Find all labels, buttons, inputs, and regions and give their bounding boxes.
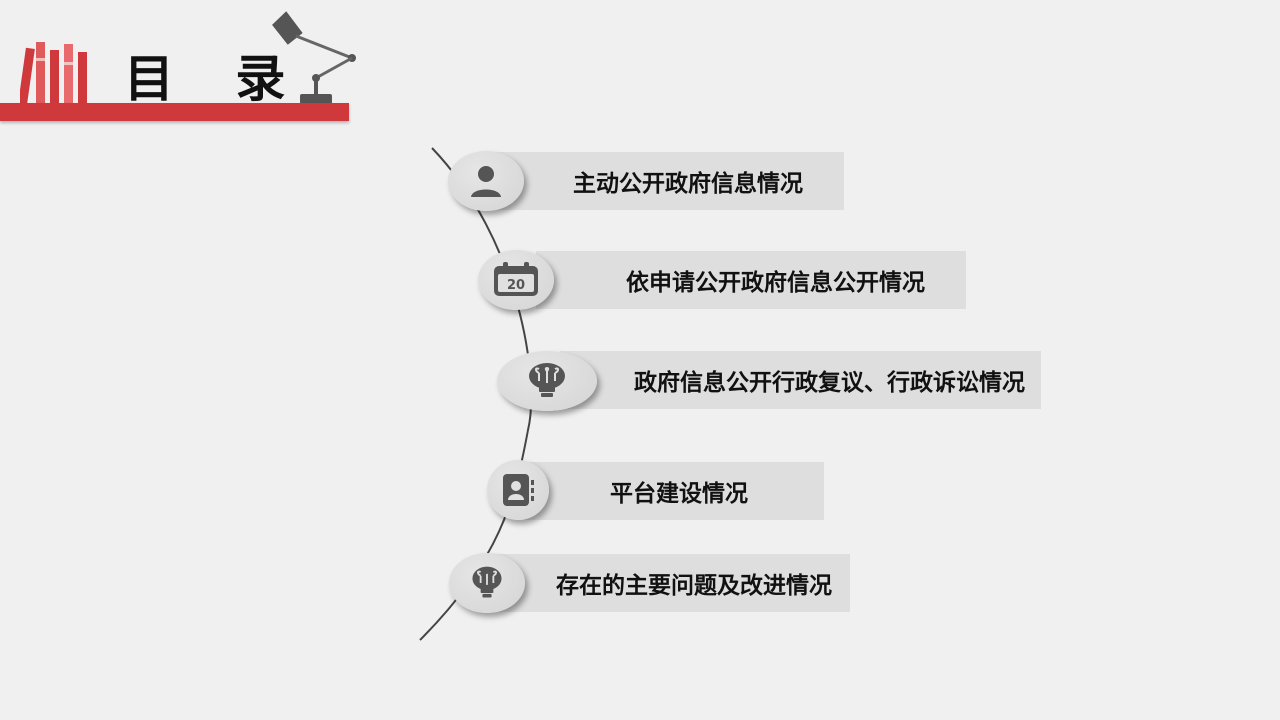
menu-item-label: 依申请公开政府信息公开情况 — [626, 270, 925, 296]
calendar-icon: 20 — [494, 262, 538, 296]
menu-item-icon-button[interactable]: 20 — [478, 250, 554, 310]
books-icon — [20, 42, 87, 105]
calendar-day-text: 20 — [507, 278, 525, 293]
lightbulb-icon — [529, 363, 565, 397]
menu-item-icon-button[interactable] — [497, 351, 597, 411]
menu-item-icon-button[interactable] — [448, 151, 524, 211]
menu-item-label: 存在的主要问题及改进情况 — [556, 573, 832, 599]
menu-item-bar[interactable]: 政府信息公开行政复议、行政诉讼情况 — [560, 351, 1041, 409]
lightbulb-icon — [472, 566, 502, 598]
user-icon — [471, 166, 501, 197]
menu-item-icon-button[interactable] — [449, 553, 525, 613]
menu-item-bar[interactable]: 依申请公开政府信息公开情况 — [536, 251, 966, 309]
page-title: 目 录 — [124, 50, 308, 108]
desk-lamp-icon — [272, 11, 356, 104]
header-bar — [0, 103, 349, 121]
menu-item-bar[interactable]: 主动公开政府信息情况 — [486, 152, 844, 210]
menu-item-icon-button[interactable] — [487, 460, 549, 520]
menu-item-bar[interactable]: 存在的主要问题及改进情况 — [486, 554, 850, 612]
menu-item-label: 政府信息公开行政复议、行政诉讼情况 — [634, 370, 1025, 396]
menu-item-label: 平台建设情况 — [610, 481, 748, 507]
contact-book-icon — [503, 474, 534, 506]
menu-item-label: 主动公开政府信息情况 — [573, 171, 803, 197]
menu-item-bar[interactable]: 平台建设情况 — [524, 462, 824, 520]
